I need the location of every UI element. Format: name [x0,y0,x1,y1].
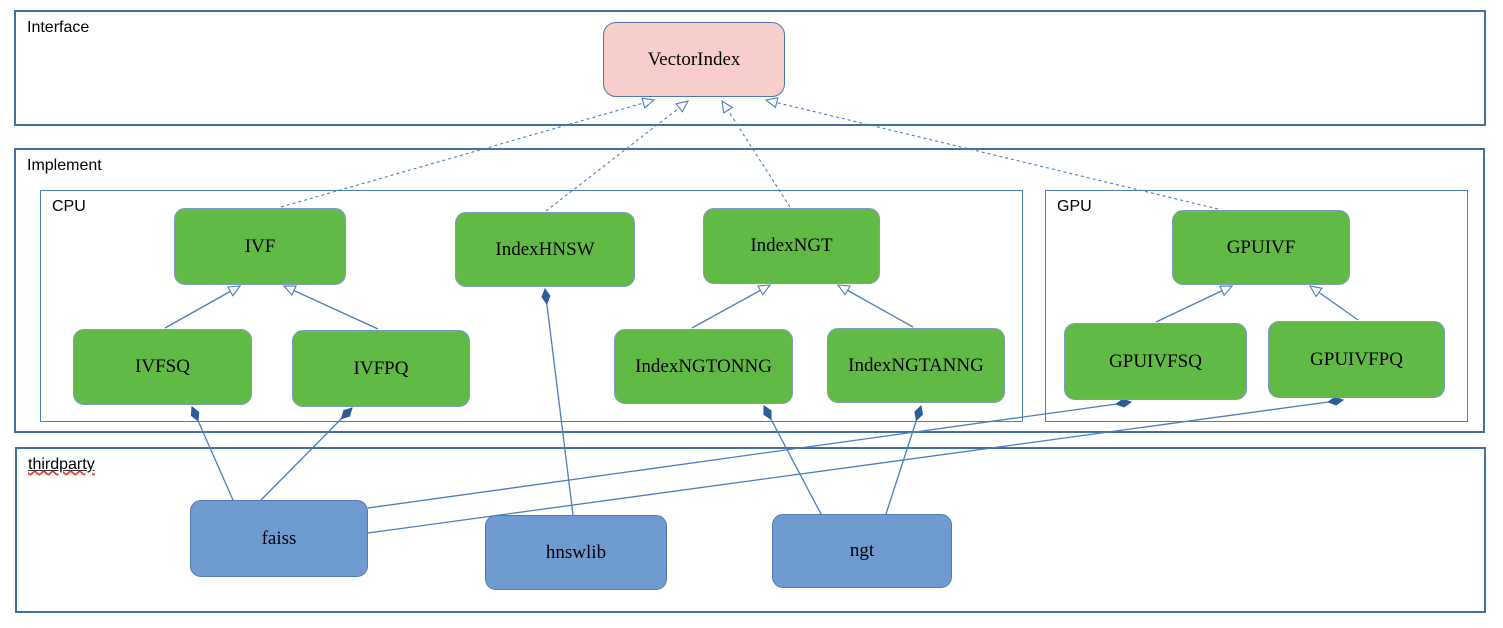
node-faiss[interactable]: faiss [190,500,368,577]
implement-label: Implement [27,157,102,174]
node-ivfpq[interactable]: IVFPQ [292,330,470,407]
node-hnswlib-label: hnswlib [545,541,607,563]
node-indexngt-label: IndexNGT [750,235,833,256]
node-ngt[interactable]: ngt [772,514,952,588]
thirdparty-label: thirdparty [28,456,95,474]
node-ivf[interactable]: IVF [174,208,346,285]
node-faiss-label: faiss [261,527,297,549]
node-indexhnsw-label: IndexHNSW [495,238,595,260]
node-indexngtanng-label: IndexNGTANNG [848,354,984,376]
node-gpuivfsq[interactable]: GPUIVFSQ [1064,323,1247,400]
node-indexngtanng[interactable]: IndexNGTANNG [827,328,1005,403]
node-gpuivfsq-label: GPUIVFSQ [1109,350,1202,372]
gpu-label: GPU [1057,198,1092,215]
node-vectorindex-label: VectorIndex [647,48,741,70]
node-indexngt[interactable]: IndexNGT [703,208,880,284]
node-indexhnsw[interactable]: IndexHNSW [455,212,635,287]
node-gpuivfpq[interactable]: GPUIVFPQ [1268,321,1445,398]
node-vectorindex[interactable]: VectorIndex [603,22,785,97]
thirdparty-label-text: thirdparty [28,456,95,473]
node-ivf-label: IVF [244,235,276,257]
node-gpuivfpq-label: GPUIVFPQ [1310,348,1403,370]
node-indexngtonng[interactable]: IndexNGTONNG [614,329,793,404]
interface-label: Interface [27,19,90,36]
node-ngt-label: ngt [849,540,875,561]
node-indexngtonng-label: IndexNGTONNG [635,355,772,377]
node-gpuivf-label: GPUIVF [1226,236,1296,258]
cpu-label: CPU [52,198,86,215]
node-ivfsq[interactable]: IVFSQ [73,329,252,405]
node-hnswlib[interactable]: hnswlib [485,515,667,590]
node-ivfpq-label: IVFPQ [353,357,409,379]
node-ivfsq-label: IVFSQ [135,356,190,377]
node-gpuivf[interactable]: GPUIVF [1172,210,1350,285]
